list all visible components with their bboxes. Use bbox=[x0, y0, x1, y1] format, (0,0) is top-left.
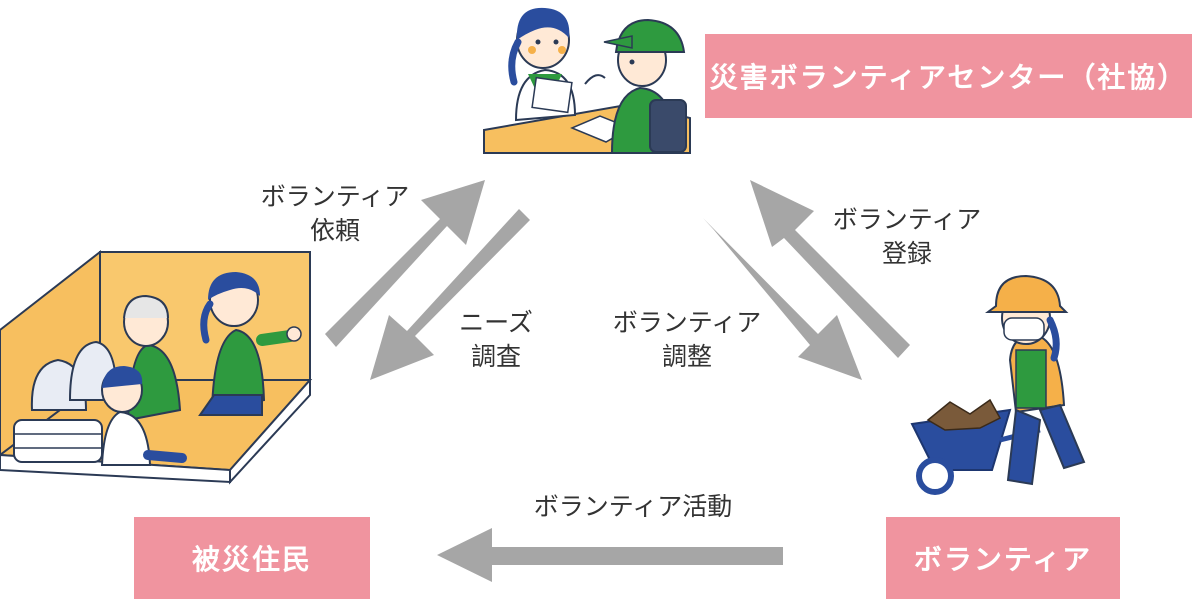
residents-illustration bbox=[0, 249, 313, 485]
residents-label-box: 被災住民 bbox=[134, 517, 370, 599]
volunteer-label: ボランティア bbox=[913, 543, 1093, 576]
flow-label-registration: ボランティア 登録 bbox=[822, 203, 992, 271]
flow-label-registration-line2: 登録 bbox=[881, 239, 932, 268]
center-illustration bbox=[483, 7, 691, 154]
arrow-needs bbox=[370, 209, 530, 380]
flow-label-needs-line1: ニーズ bbox=[459, 308, 533, 337]
flow-label-activity-text: ボランティア活動 bbox=[533, 492, 733, 521]
flow-label-coordination-line2: 調整 bbox=[661, 342, 712, 371]
center-label-box: 災害ボランティアセンター（社協） bbox=[705, 34, 1192, 118]
arrow-registration bbox=[750, 180, 910, 358]
arrow-coordination bbox=[703, 218, 862, 380]
flow-label-coordination: ボランティア 調整 bbox=[602, 306, 772, 374]
flow-label-request-line1: ボランティア bbox=[260, 182, 410, 211]
volunteer-label-box: ボランティア bbox=[886, 517, 1120, 599]
flow-label-activity: ボランティア活動 bbox=[508, 490, 758, 524]
flow-label-needs-line2: 調査 bbox=[470, 342, 521, 371]
arrow-request bbox=[325, 180, 485, 347]
flow-label-request-line2: 依頼 bbox=[309, 216, 360, 245]
arrows bbox=[325, 180, 910, 582]
flow-label-coordination-line1: ボランティア bbox=[612, 308, 762, 337]
arrow-activity bbox=[437, 528, 783, 582]
center-label: 災害ボランティアセンター（社協） bbox=[709, 61, 1188, 94]
flow-label-request: ボランティア 依頼 bbox=[250, 180, 420, 248]
volunteer-illustration bbox=[910, 274, 1086, 495]
residents-label: 被災住民 bbox=[191, 543, 312, 576]
flow-label-registration-line1: ボランティア bbox=[832, 205, 982, 234]
flow-label-needs: ニーズ 調査 bbox=[446, 306, 546, 374]
